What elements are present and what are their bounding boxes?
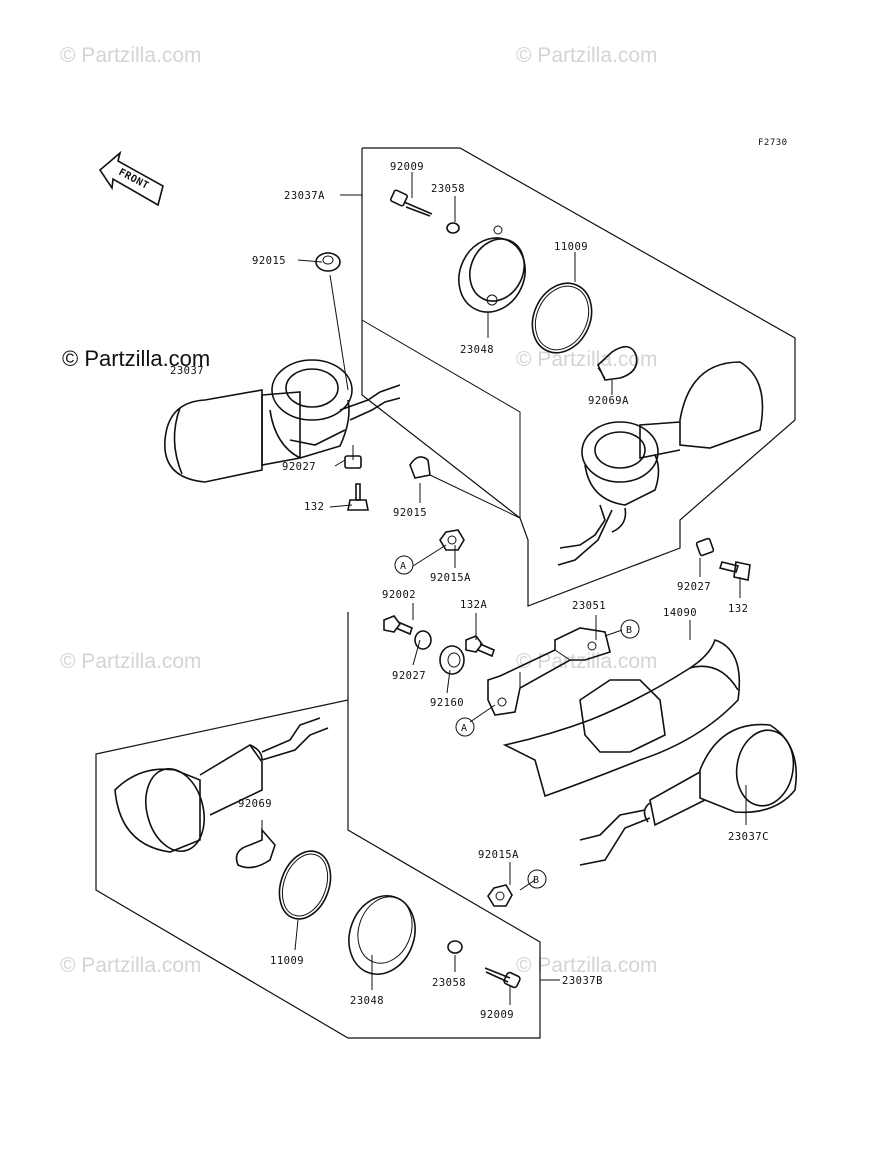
o-ring-11009-bottom (278, 850, 332, 920)
part-label: 132 (304, 501, 324, 513)
figure-code: F2730 (758, 138, 788, 148)
collar-92027-middle (414, 630, 432, 650)
turn-signal-23037B (114, 717, 329, 853)
watermark: © Partzilla.com (60, 954, 202, 977)
part-label: 92027 (392, 670, 426, 682)
part-label: 23051 (572, 600, 606, 612)
part-label: 92015 (252, 255, 286, 267)
part-label: 92015A (478, 849, 519, 861)
part-label: 23058 (432, 977, 466, 989)
part-label: 23037B (562, 975, 603, 987)
watermark: © Partzilla.com (60, 44, 202, 67)
svg-text:A: A (400, 561, 406, 572)
watermark: © Partzilla.com (60, 650, 202, 673)
assembly-outline-23037B (95, 612, 541, 1039)
washer-23058-top (446, 222, 460, 234)
watermark-dark: © Partzilla.com (62, 346, 210, 371)
part-label: 14090 (663, 607, 697, 619)
part-label: 23058 (431, 183, 465, 195)
collar-92027-left (344, 455, 362, 469)
part-label: 23037C (728, 831, 769, 843)
watermark: © Partzilla.com (516, 650, 658, 673)
part-label: 23037A (284, 190, 325, 202)
cover-14090 (502, 638, 741, 798)
turn-signal-23037C (579, 723, 797, 866)
leader-lines (261, 172, 747, 1005)
turn-signal-23037 (164, 359, 401, 483)
part-label: 92069 (238, 798, 272, 810)
collar-92027-right (695, 537, 715, 557)
part-label: 92027 (677, 581, 711, 593)
lens-23048-bottom (348, 895, 416, 975)
part-label: 92160 (430, 697, 464, 709)
screw-92009-bottom (484, 967, 521, 989)
screw-92009-top (389, 189, 433, 217)
bulb-92069 (235, 827, 276, 869)
part-label: 92069A (588, 395, 629, 407)
part-label: 23037 (170, 365, 204, 377)
nut-92015A-bottom (487, 884, 513, 907)
nut-92015A-middle (439, 529, 465, 551)
ref-circle-b-bottom: B (527, 869, 547, 889)
part-label: 23048 (460, 344, 494, 356)
bolt-132-right (718, 561, 751, 581)
part-label: 92027 (282, 461, 316, 473)
svg-text:B: B (626, 625, 632, 636)
nut-92015-middle (409, 456, 431, 479)
lens-housing-23048-top (458, 225, 526, 313)
part-label: 92002 (382, 589, 416, 601)
part-label: 23048 (350, 995, 384, 1007)
ref-circle-a-top: A (394, 555, 414, 575)
svg-text:FRONT: FRONT (117, 167, 151, 192)
part-label: 132 (728, 603, 748, 615)
part-label: 92015A (430, 572, 471, 584)
part-label: 92015 (393, 507, 427, 519)
watermark: © Partzilla.com (516, 44, 658, 67)
turn-signal-right-top (557, 361, 764, 566)
bolt-132-left (347, 483, 369, 511)
assembly-outline-23037A (361, 147, 796, 607)
ref-circle-a-bottom: A (455, 717, 475, 737)
bulb-92069A (597, 345, 638, 381)
washer-23058-bottom (447, 940, 463, 954)
part-label: 11009 (270, 955, 304, 967)
bolt-132A (465, 635, 495, 658)
svg-text:B: B (533, 875, 539, 886)
svg-text:A: A (461, 723, 467, 734)
bracket-23051 (487, 627, 611, 716)
part-label: 92009 (480, 1009, 514, 1021)
part-label: 132A (460, 599, 487, 611)
ref-circle-b-top: B (620, 619, 640, 639)
washer-92015 (315, 252, 341, 272)
front-arrow-icon: FRONT (98, 150, 164, 207)
part-label: 92009 (390, 161, 424, 173)
watermark: © Partzilla.com (516, 954, 658, 977)
bolt-92002 (383, 615, 413, 636)
o-ring-11009-top (531, 282, 593, 354)
watermark: © Partzilla.com (516, 348, 658, 371)
part-label: 11009 (554, 241, 588, 253)
grommet-92160 (439, 645, 465, 675)
